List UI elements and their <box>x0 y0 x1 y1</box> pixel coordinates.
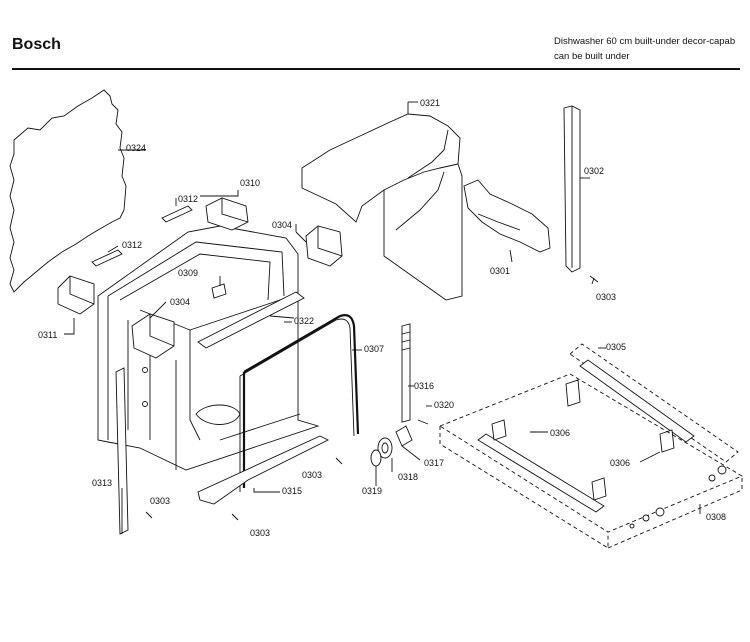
label-0306-left: 0306 <box>550 428 570 438</box>
part-tub-drawing <box>97 225 320 471</box>
part-0310-hinge-block-drawing <box>205 197 249 231</box>
label-0315: 0315 <box>282 486 302 496</box>
label-0320: 0320 <box>434 400 454 410</box>
part-0315-lower-strip-drawing <box>197 435 330 505</box>
part-0312-spring-upper-drawing <box>161 205 193 223</box>
label-0302: 0302 <box>584 166 604 176</box>
part-0318-ring-drawing <box>377 437 393 459</box>
label-0304-cover: 0304 <box>272 220 292 230</box>
model-description-line1: Dishwasher 60 cm built-under decor-capab <box>554 36 736 47</box>
part-0307-door-seal-drawing <box>239 314 360 492</box>
label-0303-mid: 0303 <box>302 470 322 480</box>
label-0324: 0324 <box>126 143 146 153</box>
label-0322: 0322 <box>294 316 314 326</box>
label-0303-bottom: 0303 <box>250 528 270 538</box>
label-0312-lower: 0312 <box>122 240 142 250</box>
label-0308: 0308 <box>706 512 726 522</box>
part-0312-spring-lower-drawing <box>91 249 123 267</box>
label-0301: 0301 <box>490 266 510 276</box>
part-0317-connector-drawing <box>395 425 413 447</box>
leader-lines <box>64 101 701 534</box>
label-0310: 0310 <box>240 178 260 188</box>
model-description-line2: can be built under <box>554 51 630 62</box>
label-0304-tub: 0304 <box>170 297 190 307</box>
part-0301-bracket-drawing <box>463 179 551 263</box>
brand-title: Bosch <box>12 36 61 53</box>
part-0303-screw-group-drawing <box>145 457 343 521</box>
label-0317: 0317 <box>424 458 444 468</box>
part-0320-screw-drawing <box>417 419 429 425</box>
part-0321-top-cover-drawing <box>301 102 463 301</box>
label-0307: 0307 <box>364 344 384 354</box>
part-0306-rail-drawing <box>477 419 675 513</box>
part-0319-ring-drawing <box>370 449 382 467</box>
label-0305: 0305 <box>606 342 626 352</box>
label-0312-upper: 0312 <box>178 194 198 204</box>
label-0318: 0318 <box>398 472 418 482</box>
part-0308-frame-outline-drawing <box>439 373 743 549</box>
part-0303-screw-drawing <box>589 275 599 285</box>
part-0302-side-strip-drawing <box>563 105 590 273</box>
part-0316-valve-rod-drawing <box>401 323 411 423</box>
part-0311-hinge-block-drawing <box>57 275 95 315</box>
part-0313-trim-drawing <box>115 367 129 535</box>
label-0306-right: 0306 <box>610 458 630 468</box>
label-0321: 0321 <box>420 98 440 108</box>
header-divider <box>12 68 740 70</box>
label-0311: 0311 <box>38 330 57 340</box>
label-0316: 0316 <box>414 381 434 391</box>
label-0313: 0313 <box>92 478 112 488</box>
part-0304-module-tub-drawing <box>131 313 175 359</box>
label-0309: 0309 <box>178 268 198 278</box>
part-0322-rail-drawing <box>197 291 305 349</box>
label-0303-top: 0303 <box>596 292 616 302</box>
part-labels: 0321 0324 0302 0310 0312 0312 0304 0309 … <box>38 98 726 538</box>
label-0319: 0319 <box>362 486 382 496</box>
part-0304-control-module-drawing <box>295 225 343 267</box>
part-0324-side-panel-drawing <box>9 89 146 293</box>
label-0303-left: 0303 <box>150 496 170 506</box>
part-0305-upper-rail-drawing <box>565 343 739 463</box>
